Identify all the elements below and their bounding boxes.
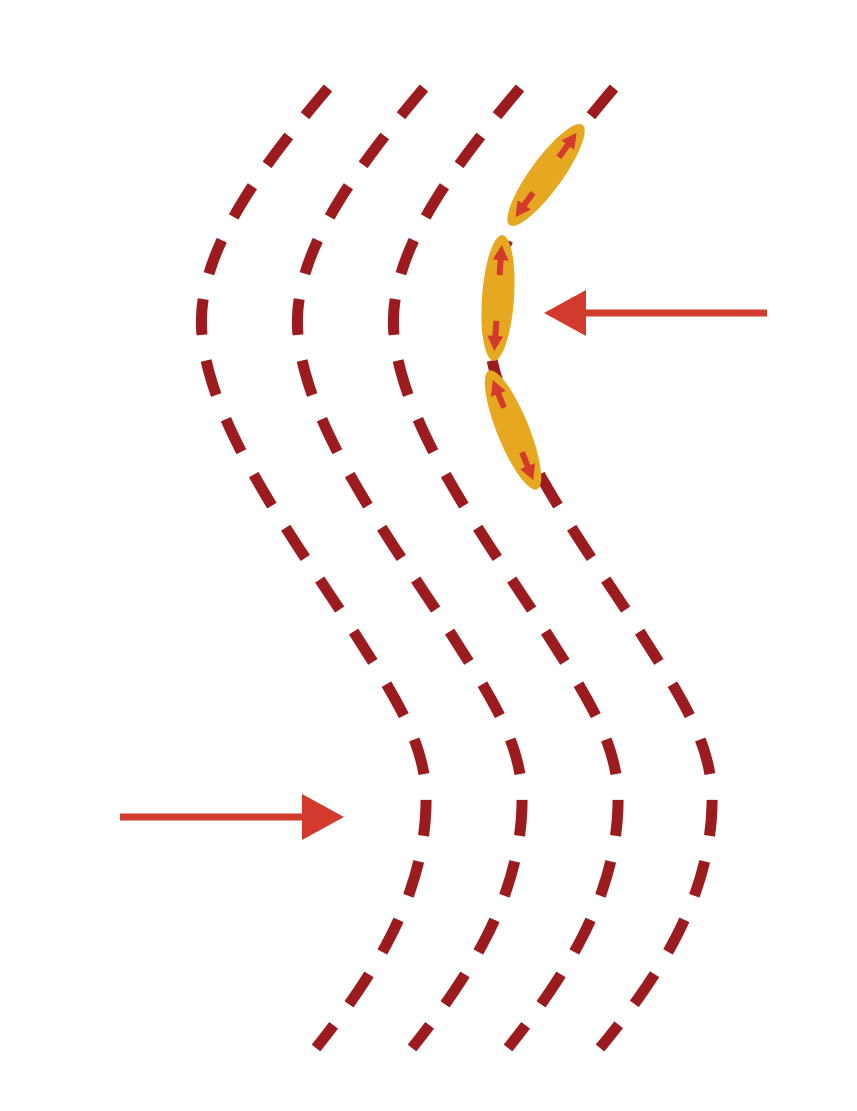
arrow-right-icon — [120, 794, 344, 840]
ellipse-group — [481, 123, 585, 490]
ellipse-body — [481, 235, 515, 361]
double-arrow-icon — [515, 132, 577, 218]
arrow-left-icon — [544, 290, 767, 336]
dashed-curve-4 — [481, 84, 718, 1052]
ellipse-3 — [484, 370, 542, 490]
force-arrows-group — [120, 290, 767, 840]
ellipse-2 — [481, 235, 515, 361]
dashed-curve-1 — [195, 84, 432, 1052]
ellipse-body — [484, 370, 542, 490]
dashed-curve-2 — [291, 84, 528, 1052]
double-arrow-icon — [490, 379, 536, 481]
ellipse-body — [507, 123, 585, 227]
double-arrow-icon — [487, 245, 509, 351]
dashed-lines-group — [195, 84, 718, 1052]
dashed-curve-3 — [387, 84, 624, 1052]
ellipse-1 — [507, 123, 585, 227]
